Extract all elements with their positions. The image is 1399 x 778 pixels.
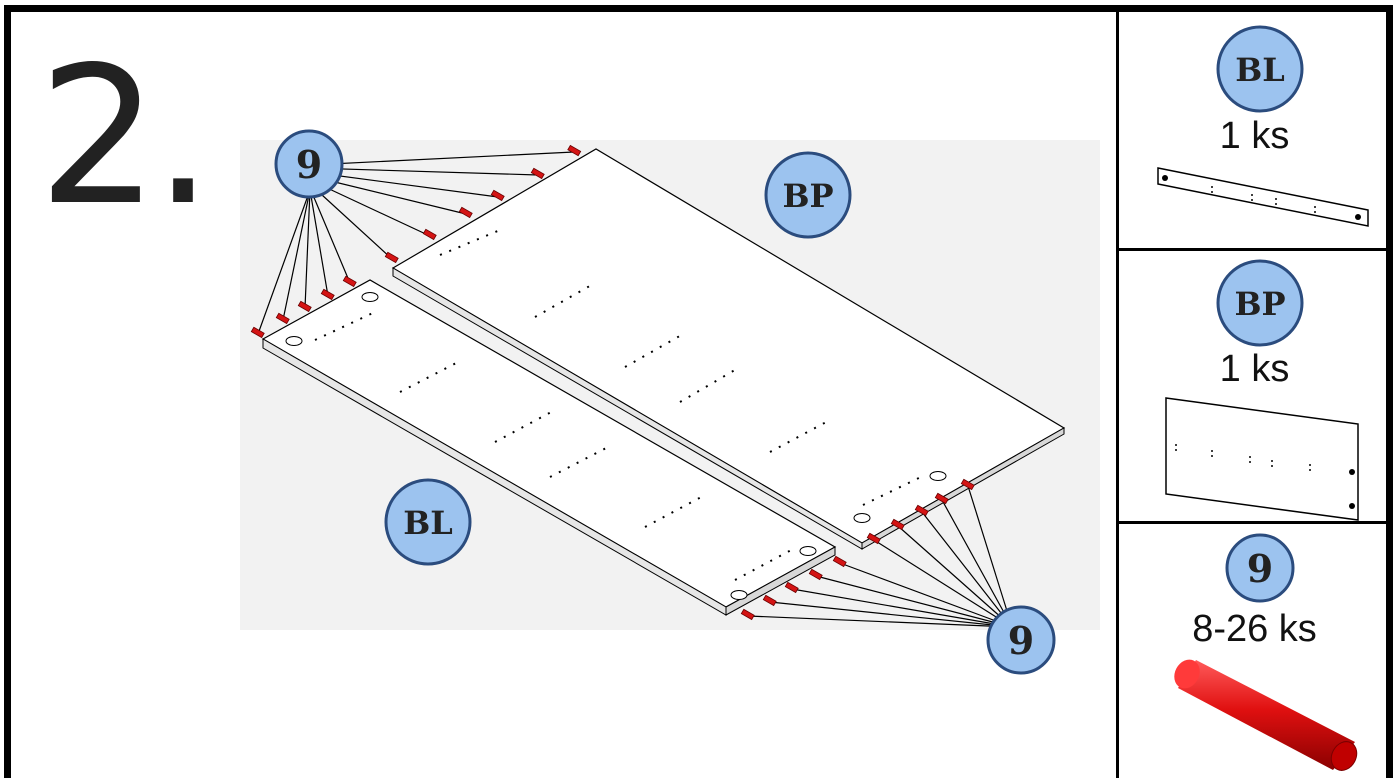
leader-lines-bottom bbox=[747, 485, 1013, 628]
parts-row-divider-1 bbox=[1116, 248, 1393, 251]
instruction-frame bbox=[4, 5, 1393, 778]
badge-back-panel: BP bbox=[764, 151, 852, 239]
part-bp-illustration bbox=[1165, 397, 1359, 521]
back-panel-board bbox=[391, 148, 1066, 550]
part-dowel-illustration bbox=[1174, 659, 1358, 771]
part-dowel-code: 9 bbox=[1247, 546, 1273, 591]
back-strip-board bbox=[261, 279, 837, 616]
part-bl-quantity: 1 ks bbox=[1219, 115, 1290, 157]
badge-back-panel-label: BP bbox=[782, 177, 833, 215]
parts-panel-divider bbox=[1116, 5, 1119, 778]
badge-dowel-bottom-label: 9 bbox=[1008, 618, 1034, 663]
part-bl-code: BL bbox=[1235, 51, 1285, 89]
badge-dowel-top-label: 9 bbox=[296, 142, 322, 187]
badge-back-strip: BL bbox=[384, 478, 472, 566]
part-item-bp: BP bbox=[1165, 259, 1359, 521]
parts-row-divider-2 bbox=[1116, 521, 1393, 524]
step-number: 2. bbox=[38, 26, 213, 247]
dowel-markers bbox=[250, 144, 975, 621]
badge-dowel-bottom: 9 bbox=[986, 605, 1056, 675]
part-bp-code: BP bbox=[1234, 285, 1285, 323]
part-dowel-quantity: 8-26 ks bbox=[1192, 608, 1317, 650]
part-item-bl: BL bbox=[1157, 25, 1369, 227]
badge-dowel-top: 9 bbox=[274, 129, 344, 199]
part-bp-quantity: 1 ks bbox=[1219, 348, 1290, 390]
part-bl-illustration bbox=[1157, 167, 1369, 227]
badge-back-strip-label: BL bbox=[403, 504, 453, 542]
part-item-dowel: 9 bbox=[1174, 533, 1358, 771]
